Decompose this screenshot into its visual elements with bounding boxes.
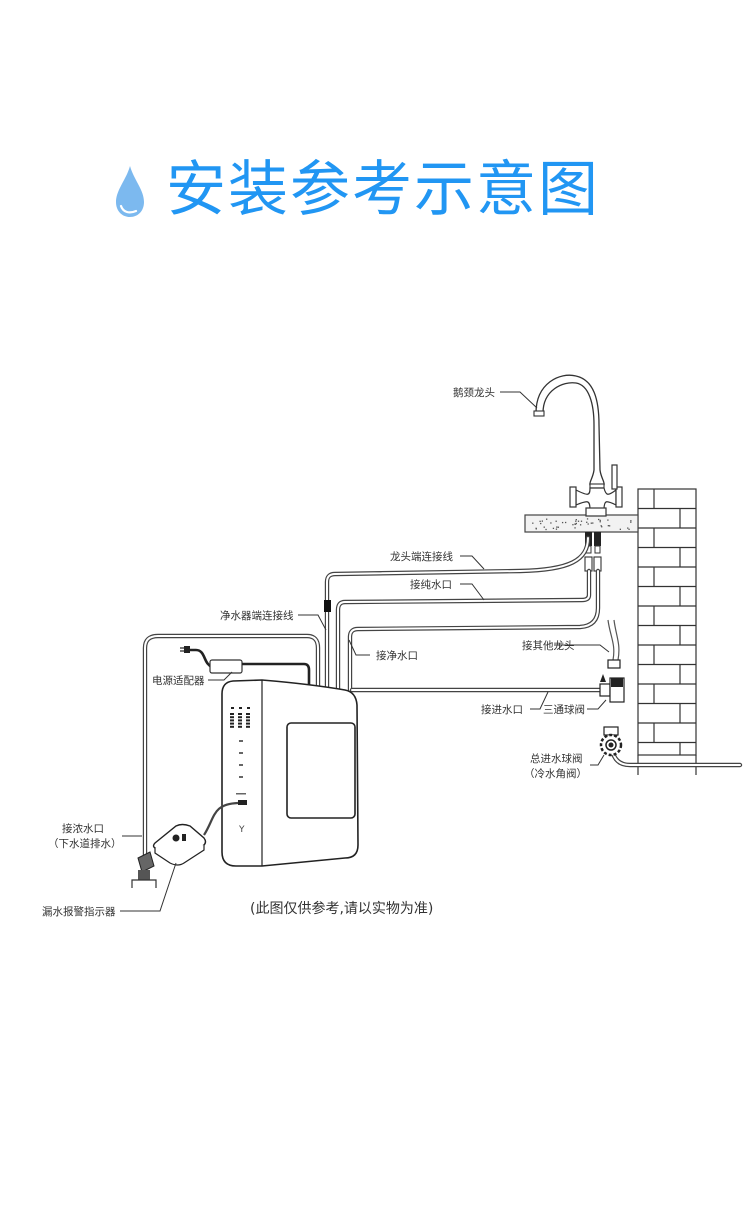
speckle (546, 518, 548, 520)
led-segment (230, 722, 234, 725)
speckle (590, 522, 592, 524)
speckle (630, 521, 632, 523)
speckle (598, 518, 600, 521)
led-segment (246, 719, 250, 722)
label-other-faucet: 接其他龙头 (522, 639, 575, 652)
label-leak-alarm: 漏水报警指示器 (42, 905, 116, 918)
speckle (575, 520, 577, 522)
indicator-mark (231, 707, 234, 709)
speckle (579, 524, 582, 526)
led-segment (246, 713, 250, 715)
speckle (586, 521, 588, 523)
label-purifier-cable: 净水器端连接线 (220, 609, 294, 622)
speckle (607, 519, 609, 521)
speckle (630, 520, 632, 522)
speckle (607, 525, 610, 527)
speckle (575, 518, 577, 521)
label-main-valve-line1: 总进水球阀 (530, 752, 583, 765)
label-drain-line1: 接浓水口 (62, 822, 104, 835)
led-segment (238, 722, 242, 725)
speckle (555, 520, 557, 522)
indicator-dot (239, 776, 243, 778)
led-segment (238, 725, 242, 728)
speckle (539, 520, 541, 522)
speckle (532, 522, 534, 524)
power-adapter (180, 646, 311, 690)
led-segment (238, 713, 242, 715)
led-segment (230, 719, 234, 722)
page-header: 安装参考示意图 (112, 150, 600, 230)
label-inlet-port: 接进水口 (481, 703, 523, 716)
led-segment (246, 722, 250, 725)
speckle (599, 521, 601, 523)
speckle (580, 520, 583, 522)
speckle (587, 523, 589, 525)
label-clean-water-port: 接净水口 (376, 649, 418, 662)
speckle (574, 523, 576, 525)
water-drop-icon (116, 166, 144, 217)
speckle (557, 526, 560, 528)
speckle (575, 522, 577, 525)
speckle (619, 528, 622, 530)
speckle (574, 527, 576, 529)
speckle (561, 521, 564, 524)
indicator-dot (236, 793, 246, 795)
speckle (600, 525, 602, 527)
footnote: (此图仅供参考,请以实物为准) (250, 900, 433, 917)
speckle (556, 526, 558, 528)
led-segment (230, 725, 234, 728)
led-segment (230, 716, 234, 719)
drain-fitting (131, 851, 157, 888)
gooseneck-faucet (533, 374, 623, 517)
leader-lines (120, 391, 610, 912)
page-title: 安装参考示意图 (166, 155, 600, 225)
indicator-mark (239, 707, 242, 709)
indicator-dot (239, 752, 243, 754)
label-tee-ball-valve: 三通球阀 (543, 703, 585, 716)
led-segment (238, 719, 242, 722)
speckle (550, 522, 552, 524)
led-segment (246, 725, 250, 728)
indicator-dot (239, 740, 243, 742)
brick-wall (637, 488, 697, 775)
label-drain-line2: （下水道排水） (48, 837, 122, 850)
led-segment (238, 716, 242, 719)
speckle (628, 528, 630, 530)
speckle (599, 519, 601, 522)
speckle (592, 522, 594, 524)
speckle (577, 520, 580, 522)
label-main-valve-line2: （冷水角阀） (524, 767, 587, 780)
leak-alarm-indicator (152, 801, 239, 866)
indicator-mark (247, 707, 250, 709)
indicator-dot (239, 764, 243, 766)
led-segment (246, 716, 250, 719)
label-pure-water-port: 接纯水口 (410, 578, 452, 591)
tee-ball-valve (599, 659, 625, 703)
speckle (572, 524, 574, 526)
speckle (545, 528, 547, 531)
speckle (564, 521, 567, 524)
cable-junction (324, 600, 331, 612)
speckle (601, 526, 603, 528)
svg-text:Y: Y (238, 825, 245, 835)
water-purifier-unit: Y (221, 679, 359, 867)
speckle (535, 528, 537, 530)
speckle (555, 528, 558, 530)
speckle (627, 527, 629, 529)
label-gooseneck-faucet: 鹅颈龙头 (453, 386, 495, 399)
speckle (608, 525, 611, 527)
speckle (586, 518, 589, 520)
speckle (541, 520, 543, 522)
speckle (540, 522, 542, 525)
speckle (543, 526, 545, 528)
label-power-adapter: 电源适配器 (152, 674, 205, 687)
countertop (524, 514, 639, 533)
label-faucet-cable: 龙头端连接线 (390, 550, 453, 563)
main-inlet-ball-valve (599, 726, 623, 757)
speckle (552, 527, 555, 530)
led-segment (230, 713, 234, 715)
